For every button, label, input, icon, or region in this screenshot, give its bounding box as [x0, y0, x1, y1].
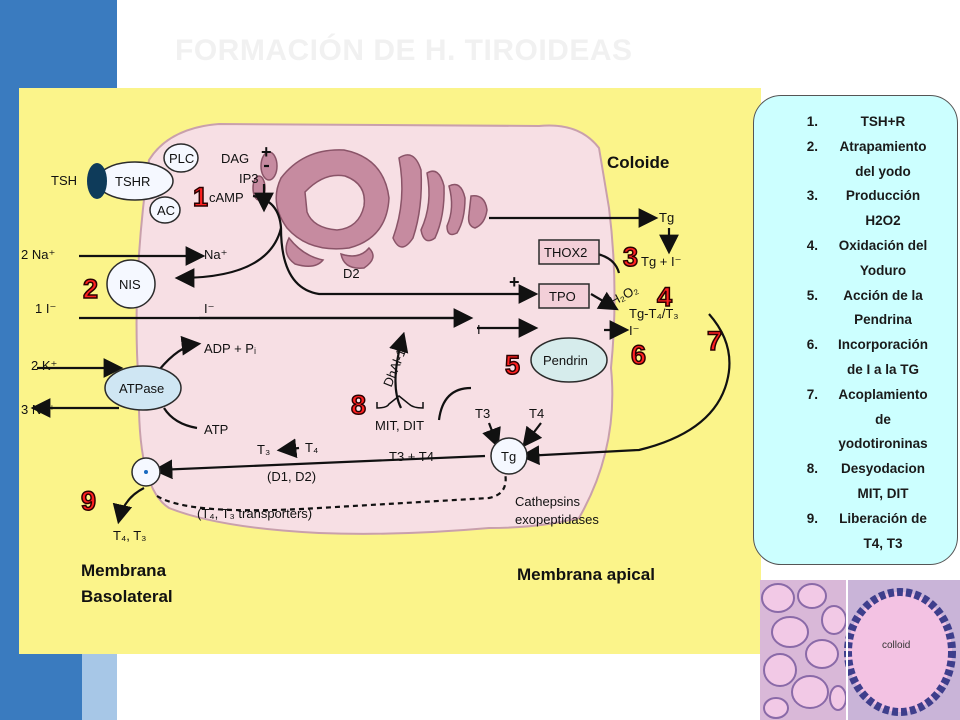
legend-item: 9.Liberación de [806, 510, 927, 526]
step-number-3: 3 [623, 242, 638, 272]
label-d1d2: (D1, D2) [267, 469, 316, 484]
step-number-6: 6 [631, 340, 646, 370]
label-atpase: ATPase [119, 381, 164, 396]
label-i-mid: I⁻ [477, 322, 487, 337]
label-ac: AC [157, 203, 175, 218]
step-number-1: 1 [193, 182, 208, 212]
colloid-droplets [252, 149, 488, 269]
tg-circle [490, 437, 528, 475]
label-dag: DAG [221, 151, 249, 166]
membrana-basolateral-line1: Membrana [81, 561, 167, 580]
thox2-box [538, 239, 600, 265]
legend-item-cont: MIT, DIT [857, 485, 909, 501]
tpo-box [538, 283, 590, 309]
label-cathepsins: Cathepsins [515, 494, 581, 509]
membrana-basolateral-line2: Basolateral [81, 587, 173, 606]
mit-dit-brace [376, 395, 424, 409]
label-pendrin: Pendrin [543, 353, 588, 368]
label-t4-t3-out: T₄, T₃ [113, 528, 146, 543]
legend-item: 2.Atrapamiento [806, 138, 927, 154]
label-atp: ATP [204, 422, 228, 437]
legend-list: 1.TSH+R 2.Atrapamiento del yodo 3.Produc… [754, 96, 957, 556]
step-number-9: 9 [81, 486, 96, 516]
legend-item-cont: H2O2 [865, 213, 901, 229]
membrana-apical-label: Membrana apical [517, 565, 655, 584]
step-number-2: 2 [83, 274, 98, 304]
histology-image: colloid [760, 580, 960, 720]
legend-box: 1.TSH+R 2.Atrapamiento del yodo 3.Produc… [753, 95, 958, 565]
legend-item: 8.Desyodacion [806, 461, 926, 477]
label-camp: cAMP [209, 190, 244, 205]
tsh-ligand [87, 163, 107, 199]
label-plus2: + [509, 272, 520, 292]
label-tshr: TSHR [115, 174, 150, 189]
atpase-ellipse [104, 365, 182, 411]
coloide-label: Coloide [607, 153, 669, 172]
label-d2: D2 [343, 266, 360, 281]
label-na-in: 2 Na⁺ [21, 247, 55, 262]
label-exopeptidases: exopeptidases [515, 512, 599, 527]
legend-item-cont: Pendrina [854, 312, 912, 328]
colloid-label: colloid [882, 640, 910, 651]
legend-item-cont: Yoduro [859, 262, 907, 278]
label-nis: NIS [119, 277, 141, 292]
label-k-in: 2 K⁺ [31, 358, 57, 373]
label-adp: ADP + Pᵢ [204, 341, 256, 356]
label-ip3: IP3 [239, 171, 259, 186]
label-tpo: TPO [549, 289, 576, 304]
thyroid-hormone-diagram: TSH TSHR PLC AC DAG IP3 cAMP + + Tg THOX… [21, 122, 731, 606]
label-plc: PLC [169, 151, 194, 166]
label-na3: 3 Na⁺ [21, 402, 55, 417]
label-tg-circle: Tg [501, 449, 516, 464]
label-tsh: TSH [51, 173, 77, 188]
label-plus1: + [261, 142, 272, 162]
step-number-8: 8 [351, 390, 366, 420]
legend-item-cont: T4, T3 [863, 535, 903, 551]
slide-title: FORMACIÓN DE H. TIROIDEAS [175, 34, 633, 67]
legend-item: 3.Producción [806, 188, 921, 204]
nis-circle [106, 259, 156, 309]
legend-item: 4.Oxidación del [806, 237, 928, 253]
legend-item-cont: del yodo [855, 163, 911, 179]
label-t3-t4: T3 + T4 [389, 449, 434, 464]
legend-item: 5.Acción de la [806, 287, 923, 303]
label-t3-left: T₃ [257, 442, 270, 457]
label-tg-top: Tg [659, 210, 674, 225]
label-t3-apical: T3 [475, 406, 490, 421]
label-t4-left: T₄ [305, 440, 318, 455]
legend-item-cont: de [875, 411, 891, 427]
step-number-5: 5 [505, 350, 520, 380]
label-i-out: I⁻ [204, 301, 214, 316]
label-i-in: 1 I⁻ [35, 301, 56, 316]
ac-circle [149, 196, 181, 224]
label-tg-i: Tg + I⁻ [641, 254, 681, 269]
label-thox2: THOX2 [544, 245, 587, 260]
legend-item: 7.Acoplamiento [806, 386, 928, 402]
legend-item-cont: de I a la TG [846, 361, 920, 377]
label-i-right: I⁻ [629, 323, 639, 338]
step-number-4: 4 [657, 282, 672, 312]
label-transporters: (T₄, T₃ transporters) [197, 506, 312, 521]
label-mit-dit: MIT, DIT [375, 418, 424, 433]
diagram-panel: TSH TSHR PLC AC DAG IP3 cAMP + + Tg THOX… [19, 88, 761, 654]
legend-item: 6.Incorporación [806, 337, 928, 353]
legend-item: 1.TSH+R [806, 114, 906, 129]
label-na-out: Na⁺ [204, 247, 227, 262]
label-t4-apical: T4 [529, 406, 544, 421]
legend-item-cont: yodotironinas [838, 436, 928, 452]
step-number-7: 7 [707, 326, 722, 356]
label-tg-t4t3: Tg-T₄/T₃ [629, 306, 679, 321]
pendrin-ellipse [530, 337, 608, 383]
plc-circle [163, 143, 199, 173]
